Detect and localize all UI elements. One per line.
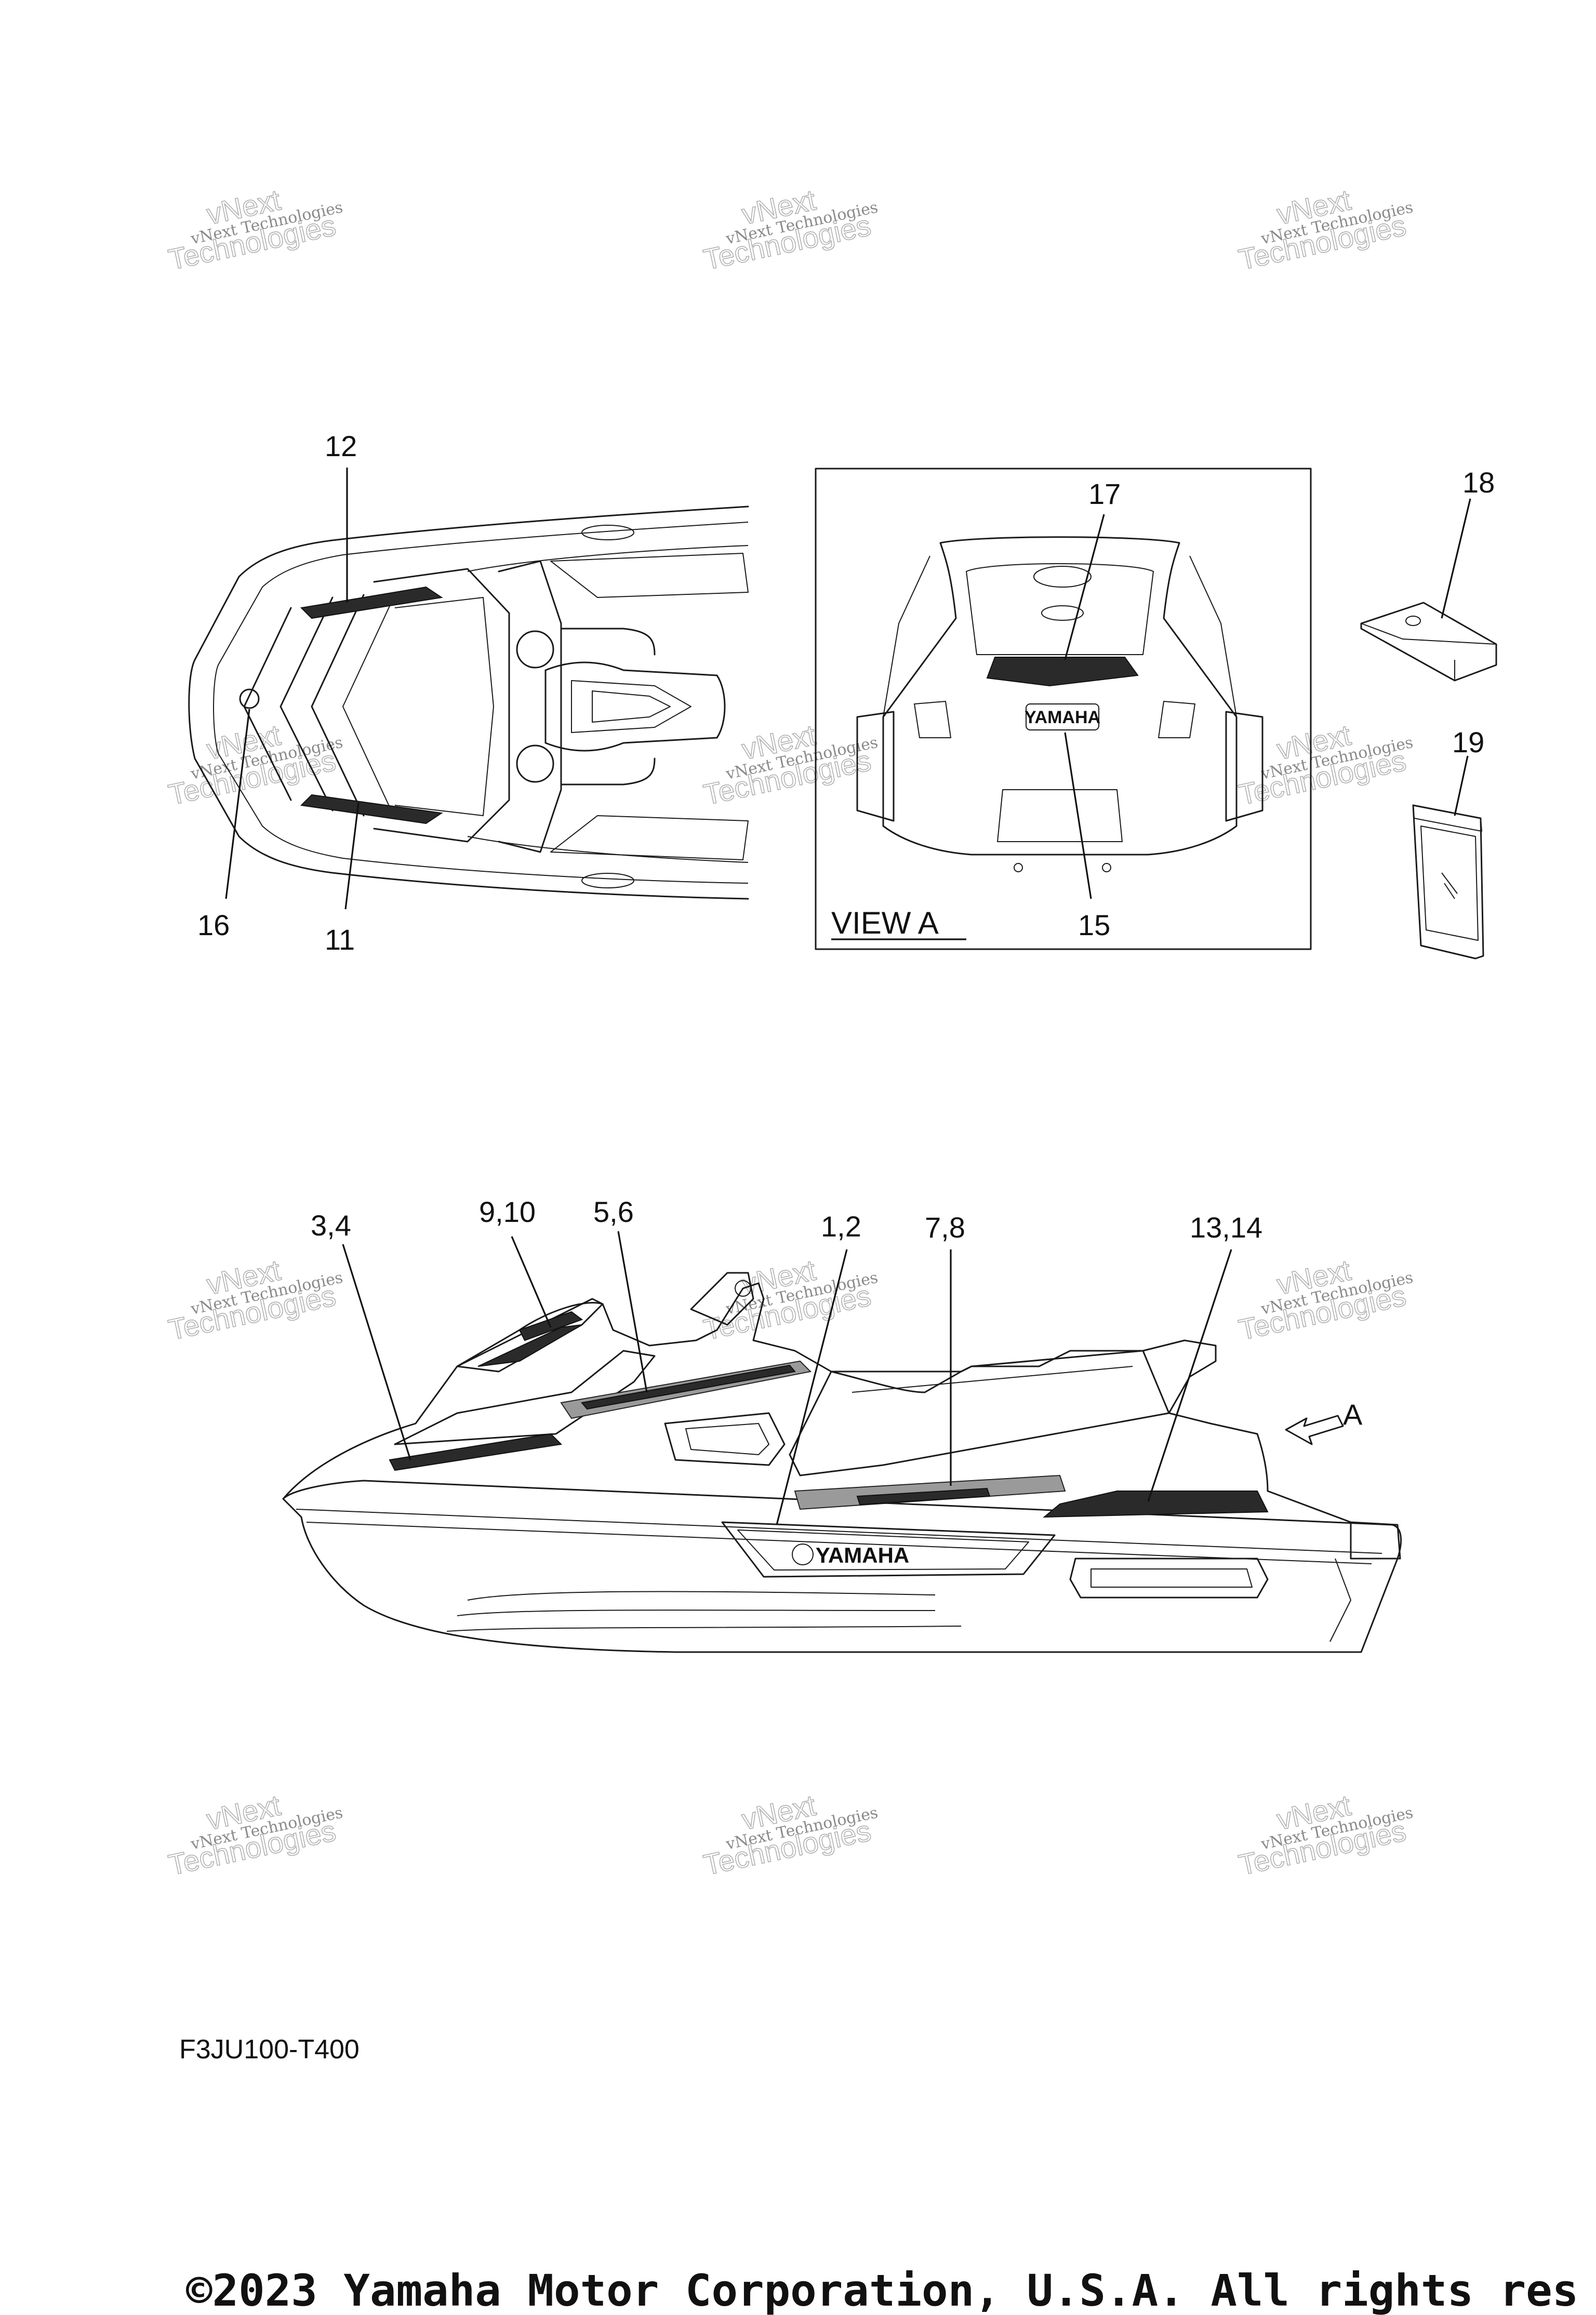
yamaha-rear-badge-text: YAMAHA [1025, 708, 1100, 727]
top-view-drawing [188, 468, 749, 910]
copyright-notice: ©2023 Yamaha Motor Corporation, U.S.A. A… [186, 2265, 1578, 2315]
side-view-drawing: YAMAHA [282, 1231, 1402, 1653]
callout-1-2: 1,2 [821, 1210, 861, 1243]
watermark: vNext vNext Technologies Technologies [165, 183, 344, 276]
callout-view-a-arrow: A [1343, 1398, 1363, 1431]
hull-decal-text: YAMAHA [816, 1543, 909, 1567]
callouts: 12 16 11 17 15 18 19 3,4 9,10 5,6 1,2 7,… [197, 430, 1495, 1431]
hull-decal-outline [721, 1521, 1056, 1578]
view-a-label: VIEW A [831, 906, 939, 940]
yamaha-rear-badge [1026, 703, 1099, 730]
watermark: vNext vNext Technologies Technologies [1235, 183, 1415, 276]
view-a-drawing: YAMAHA [815, 468, 1312, 950]
callout-19: 19 [1452, 726, 1484, 759]
watermarks: vNext vNext Technologies Technologies vN… [165, 183, 1415, 1882]
watermark: vNext vNext Technologies Technologies [700, 1253, 880, 1347]
callout-18: 18 [1462, 466, 1495, 499]
view-a-frame [815, 468, 1312, 950]
callout-3-4: 3,4 [311, 1209, 351, 1242]
callout-15: 15 [1078, 909, 1110, 941]
callout-9-10: 9,10 [479, 1195, 536, 1228]
watermark: vNext vNext Technologies Technologies [165, 1253, 344, 1347]
watermark: vNext vNext Technologies Technologies [700, 718, 880, 811]
watermark: vNext vNext Technologies Technologies [1235, 1788, 1415, 1882]
watermark: vNext vNext Technologies Technologies [700, 1788, 880, 1882]
watermark: vNext vNext Technologies Technologies [1235, 1253, 1415, 1347]
callout-13-14: 13,14 [1190, 1211, 1262, 1244]
watermark: vNext vNext Technologies Technologies [700, 183, 880, 276]
part-19-drawing [1412, 755, 1484, 960]
watermark: vNext vNext Technologies Technologies [165, 1788, 344, 1882]
callout-17: 17 [1088, 477, 1121, 510]
watermark: vNext vNext Technologies Technologies [165, 718, 344, 811]
callout-11: 11 [325, 923, 355, 956]
callout-12: 12 [325, 430, 357, 462]
callout-7-8: 7,8 [925, 1211, 965, 1244]
callout-5-6: 5,6 [593, 1195, 634, 1228]
callout-16: 16 [197, 909, 230, 941]
diagram-code: F3JU100-T400 [179, 2034, 360, 2065]
part-18-drawing [1360, 498, 1497, 682]
watermark: vNext vNext Technologies Technologies [1235, 718, 1415, 811]
